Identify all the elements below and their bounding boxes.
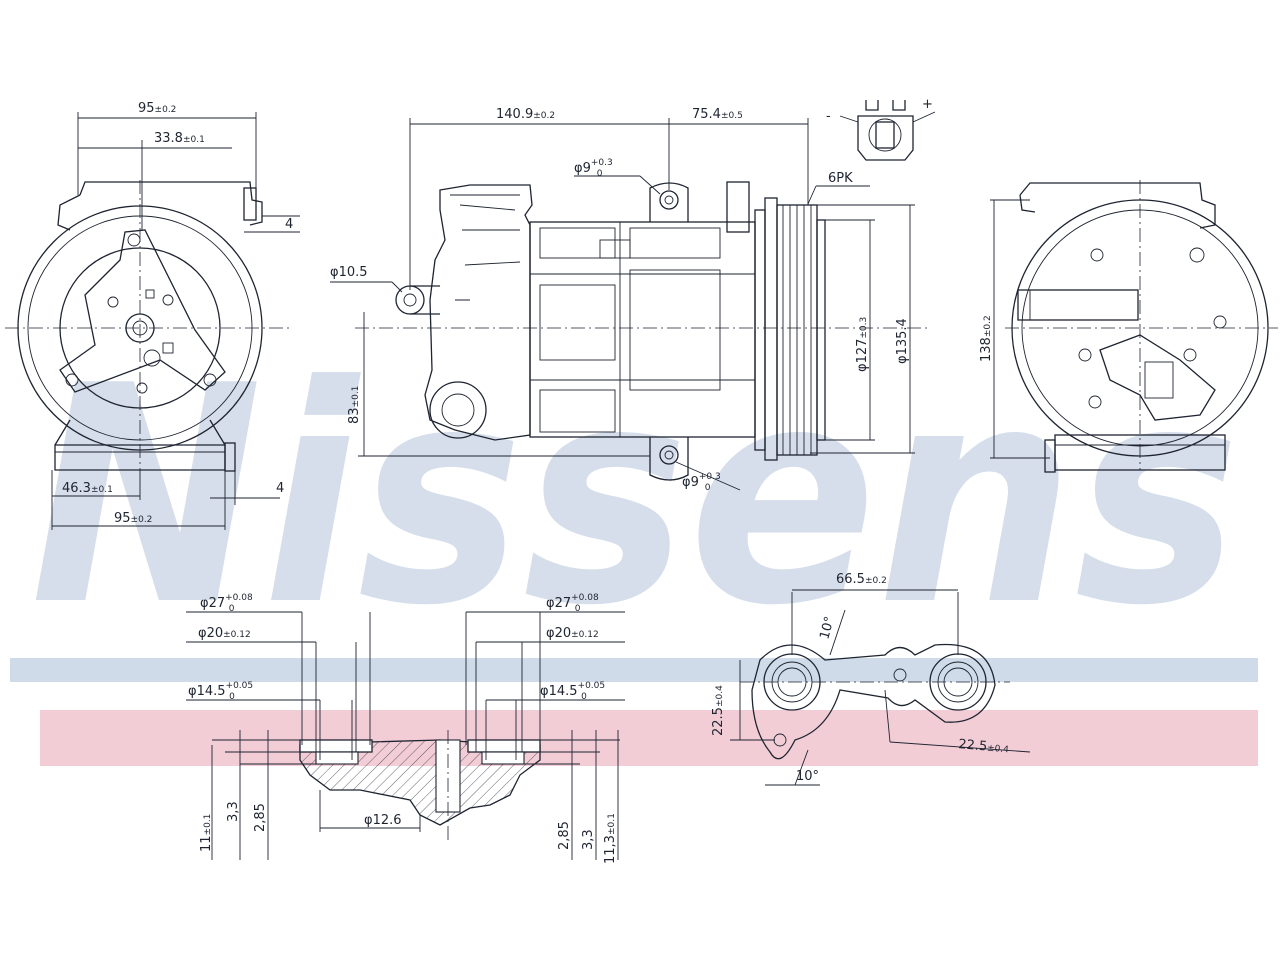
- front-edge-bottom: 4: [276, 481, 284, 496]
- port-top-angle-top: 10°: [817, 615, 837, 641]
- port-top-offset-left: 22.5±0.4: [711, 685, 726, 736]
- port-depth-3-3-left: 3,3: [226, 801, 241, 822]
- side-length-b: 75.4±0.5: [692, 107, 743, 122]
- watermark-band-top: [10, 658, 1258, 682]
- side-pulley-label: 6PK: [828, 171, 853, 186]
- rear-view: 138±0.2: [979, 180, 1278, 473]
- rear-height: 138±0.2: [979, 315, 994, 362]
- port-right-d20: φ20±0.12: [546, 626, 599, 641]
- side-length-a: 140.9±0.2: [496, 107, 555, 122]
- port-depth-11-3: 11,3±0.1: [603, 813, 618, 864]
- port-top-distance: 66.5±0.2: [836, 572, 887, 587]
- port-left-d20: φ20±0.12: [198, 626, 251, 641]
- port-depth-2-85-right: 2,85: [557, 821, 572, 850]
- port-top-view: 66.5±0.2 10° 10° 22.5±0.4 22.5±0.4: [711, 572, 1031, 786]
- port-top-offset-right: 22.5±0.4: [958, 737, 1010, 756]
- front-width-top: 95±0.2: [138, 101, 176, 116]
- port-depth-11: 11±0.1: [199, 814, 214, 852]
- port-top-angle-bottom: 10°: [796, 769, 819, 784]
- side-height-83: 83±0.1: [347, 386, 362, 424]
- watermark-band-bottom: [40, 710, 1258, 766]
- side-hole-left: φ10.5: [330, 265, 368, 280]
- front-width-bottom: 95±0.2: [114, 511, 152, 526]
- port-depth-2-85-left: 2,85: [253, 803, 268, 832]
- front-offset-bottom: 46.3±0.1: [62, 481, 113, 496]
- port-center-d: φ12.6: [364, 813, 402, 828]
- brand-watermark: Nissens: [10, 322, 1258, 766]
- electrical-connector: - +: [826, 97, 936, 161]
- front-offset-top: 33.8±0.1: [154, 131, 205, 146]
- port-depth-3-3-right: 3,3: [581, 829, 596, 850]
- side-overall-dia: φ135.4: [895, 318, 910, 364]
- front-edge-top: 4: [285, 217, 293, 232]
- front-view: 95±0.2 33.8±0.1 4 4 46.3±0.1 95±0.2: [5, 101, 300, 530]
- side-pulley-dia: φ127±0.3: [855, 317, 870, 372]
- connector-plus-label: +: [922, 97, 933, 112]
- connector-minus-label: -: [826, 109, 831, 124]
